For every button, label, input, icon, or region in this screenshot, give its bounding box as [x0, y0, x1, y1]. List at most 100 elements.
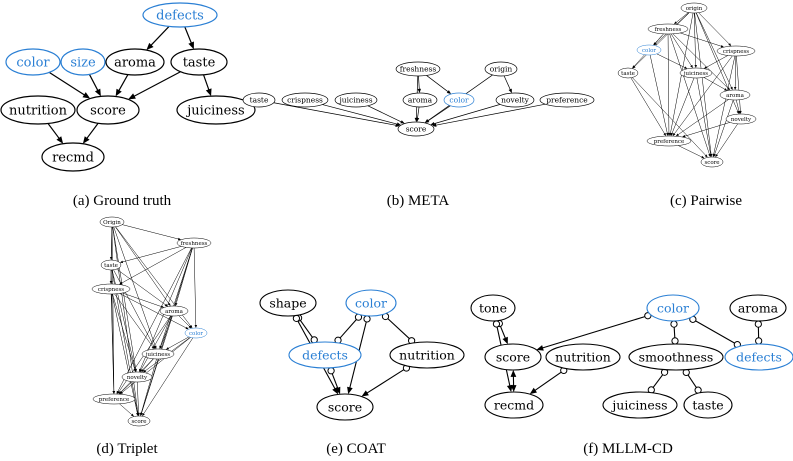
- node-ellipse: [141, 348, 175, 360]
- node-defects: defects: [288, 341, 362, 369]
- node-label: tone: [479, 300, 507, 315]
- edge-line: [734, 55, 737, 88]
- arrowhead: [529, 387, 538, 395]
- node-shape: shape: [259, 289, 317, 317]
- arrowhead: [417, 88, 422, 94]
- node-origin: origin: [680, 2, 708, 14]
- edge-origin-crispness: [698, 12, 732, 47]
- arrowhead: [347, 386, 353, 395]
- edge-line: [122, 292, 162, 307]
- node-label: juiciness: [185, 104, 244, 119]
- node-color: color: [5, 48, 61, 76]
- node-ellipse: [92, 393, 136, 405]
- edge-freshness-taste: [119, 246, 182, 264]
- node-score: score: [316, 393, 374, 421]
- node-label: color: [449, 96, 469, 105]
- edge-line: [418, 75, 420, 90]
- edge-line: [122, 246, 182, 263]
- edge-size-score: [88, 74, 101, 97]
- node-label: juiciness: [610, 397, 667, 412]
- node-crispness: crispness: [716, 45, 756, 57]
- node-ellipse: [470, 294, 516, 322]
- edge-line: [322, 104, 398, 125]
- arrowhead: [432, 123, 437, 127]
- edge-line: [673, 327, 676, 338]
- node-ellipse: [334, 92, 378, 108]
- node-ellipse: [617, 67, 639, 79]
- edge-line: [140, 358, 157, 414]
- node-label: novelty: [731, 117, 752, 123]
- node-score: score: [127, 415, 151, 427]
- edge-taste-score: [273, 102, 400, 127]
- node-label: preference: [546, 96, 588, 105]
- arrowhead: [424, 119, 430, 123]
- node-label: taste: [104, 263, 118, 269]
- edge-line: [736, 99, 740, 112]
- edge-line: [114, 293, 154, 348]
- node-ellipse: [91, 283, 131, 295]
- edge-line: [670, 33, 692, 66]
- node-ellipse: [647, 23, 689, 35]
- edge-line: [671, 77, 695, 134]
- edges: [109, 224, 198, 417]
- node-ellipse: [402, 92, 438, 108]
- edge-novelty-preference: [119, 381, 133, 395]
- node-ellipse: [99, 216, 125, 228]
- node-crispness: crispness: [281, 92, 329, 108]
- edge-origin-novelty: [503, 75, 512, 94]
- node-label: recmd: [52, 151, 94, 166]
- node-taste: taste: [683, 391, 733, 419]
- arrowhead: [536, 345, 544, 351]
- edge-line: [111, 293, 138, 414]
- arrowhead: [733, 86, 737, 91]
- node-preference: preference: [646, 135, 692, 147]
- node-taste: taste: [617, 67, 639, 79]
- edge-line: [687, 374, 697, 388]
- node-origin: origin: [484, 61, 518, 77]
- node-label: taste: [621, 71, 635, 77]
- node-label: aroma: [408, 96, 433, 105]
- node-color: color: [443, 92, 475, 108]
- panel-caption: (b) META: [387, 193, 450, 209]
- arrowhead: [119, 391, 123, 395]
- arrowhead: [112, 390, 116, 395]
- node-label: size: [70, 56, 96, 71]
- node-label: nutrition: [555, 349, 611, 364]
- edge-juiciness-novelty: [141, 358, 154, 373]
- edge-line: [695, 320, 735, 344]
- node-freshness: freshness: [395, 61, 441, 77]
- node-label: aroma: [726, 93, 744, 99]
- edge-line: [299, 320, 313, 338]
- arrowhead: [205, 88, 212, 97]
- edge-color-nutrition: [381, 312, 416, 345]
- node-tone: tone: [470, 294, 516, 322]
- edge-origin-freshness: [122, 224, 182, 241]
- node-label: color: [16, 56, 50, 71]
- node-freshness: freshness: [647, 23, 689, 35]
- node-aroma: aroma: [105, 48, 165, 76]
- node-ellipse: [184, 327, 208, 339]
- arrowhead: [670, 132, 674, 137]
- edge-line: [634, 12, 690, 67]
- node-label: score: [328, 399, 362, 414]
- edge-line: [193, 247, 197, 326]
- edge-crispness-novelty: [736, 55, 742, 115]
- node-ellipse: [389, 341, 465, 369]
- node-label: color: [642, 48, 656, 54]
- node-label: score: [704, 160, 719, 166]
- edge-aroma-score: [713, 99, 734, 158]
- arrowhead: [361, 390, 369, 397]
- node-ellipse: [345, 289, 397, 317]
- arrowhead: [165, 347, 170, 350]
- node-recmd: recmd: [41, 142, 105, 172]
- arrowhead: [713, 153, 716, 158]
- node-novelty: novelty: [495, 92, 535, 108]
- edge-freshness-aroma: [672, 33, 731, 91]
- node-score: score: [484, 343, 542, 371]
- edge-line: [331, 373, 339, 389]
- edge-line: [115, 226, 170, 305]
- node-label: aroma: [114, 56, 156, 71]
- arrowhead: [109, 280, 113, 284]
- node-label: aroma: [738, 300, 779, 315]
- edge-line: [684, 122, 731, 137]
